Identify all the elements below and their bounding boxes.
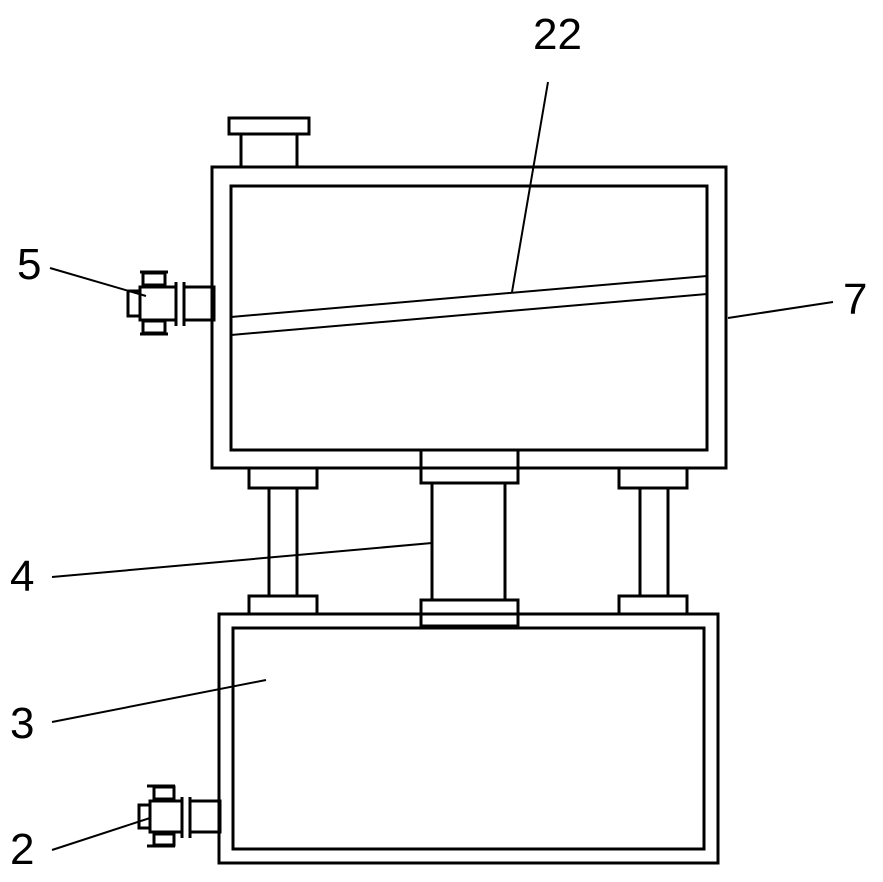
label-7: 7 [843,275,868,324]
leader-5 [49,267,147,297]
label-5: 5 [17,240,42,289]
label-22: 22 [533,10,582,59]
leader-2 [51,817,151,851]
upper-outlet-valve [126,270,216,336]
leader-7 [727,301,834,319]
lower-tank [217,612,720,865]
label-4: 4 [10,552,35,601]
label-2: 2 [10,825,35,874]
left-support-leg [247,466,319,616]
label-3: 3 [10,699,35,748]
lower-outlet-valve [137,784,222,848]
upper-tank [210,165,728,470]
top-nozzle [227,116,311,169]
leader-4 [51,542,433,578]
leader-3 [51,679,267,723]
inclined-plate [230,275,708,336]
central-column [419,448,520,628]
right-support-leg [617,466,689,616]
leader-22 [511,81,549,293]
